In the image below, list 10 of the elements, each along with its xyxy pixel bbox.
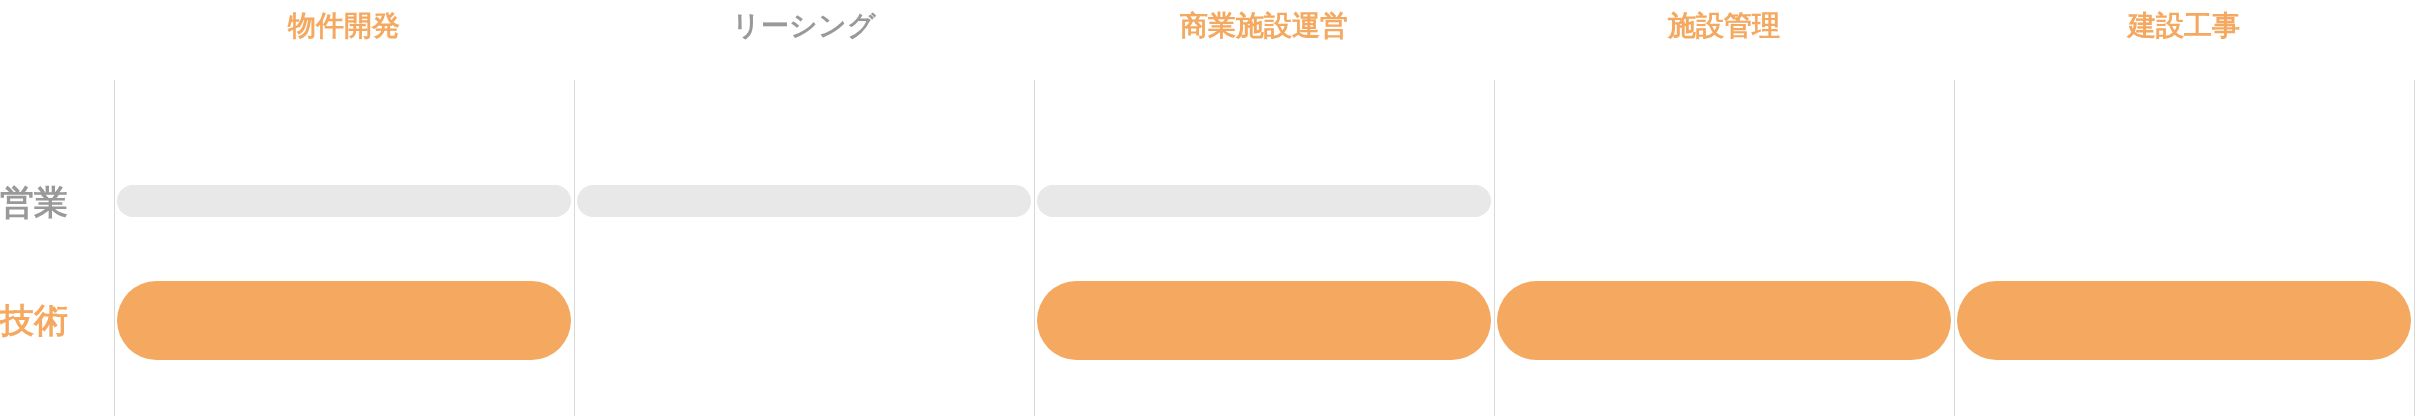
row-label: 営業 [0,182,69,222]
bar [117,281,571,360]
column-header: 施設管理 [1666,8,1781,44]
bar [1037,281,1491,360]
bar [1497,281,1951,360]
column-header: 建設工事 [2125,8,2241,44]
column-header: 商業施設運営 [1179,8,1349,44]
column-header: リーシング [731,8,877,44]
bar [1957,281,2411,360]
column-header: 物件開発 [286,8,401,44]
